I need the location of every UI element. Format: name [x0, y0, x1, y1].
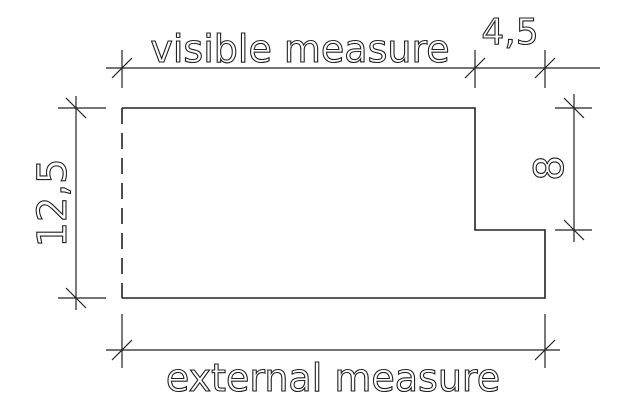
right-tick-bottom — [563, 219, 585, 241]
bottom-tick-right — [534, 339, 556, 361]
right-dimension — [555, 94, 592, 242]
rebate-height-label: 8 — [527, 155, 573, 180]
profile-outline — [121, 107, 546, 299]
right-tick-top — [563, 97, 585, 119]
bottom-tick-left — [111, 339, 133, 361]
total-height-label: 12,5 — [30, 158, 76, 247]
left-tick-bottom — [65, 287, 87, 309]
top-dimension — [106, 50, 600, 88]
left-tick-top — [65, 97, 87, 119]
rebate-width-label: 4,5 — [481, 12, 538, 53]
left-dimension — [58, 96, 106, 310]
visible-measure-label: visible measure — [150, 27, 449, 71]
top-tick-middle — [464, 57, 486, 79]
external-measure-label: external measure — [166, 356, 500, 397]
top-tick-left — [111, 57, 133, 79]
bottom-dimension — [106, 314, 560, 368]
top-tick-right — [534, 57, 556, 79]
